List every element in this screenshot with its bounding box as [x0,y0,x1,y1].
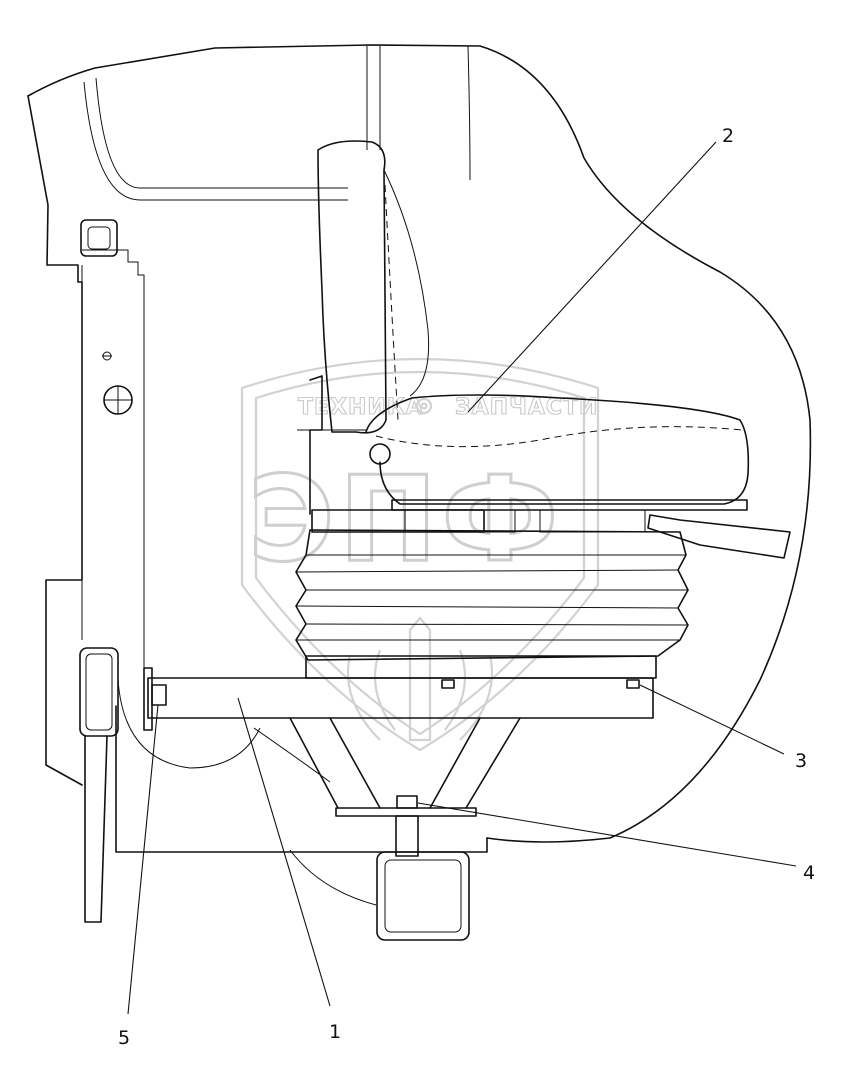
seat-cushion [365,394,750,505]
seat-backrest [317,140,387,434]
callout-3: 3 [795,750,807,772]
bolt-4-head [396,795,418,809]
callout-2: 2 [722,125,734,147]
leader-1 [237,697,331,1007]
seat [297,140,791,559]
callout-1: 1 [329,1021,341,1043]
leader-4 [417,802,797,867]
tube-profile-top [80,219,118,257]
leader-lines [127,141,797,1015]
fasteners [143,667,640,809]
bolt-5-head [151,684,167,706]
leader-5 [127,704,159,1015]
nut-3 [626,679,640,689]
leader-2 [467,141,717,413]
bracket-beam [147,677,654,719]
callout-labels: 1 2 3 4 5 [118,125,815,1049]
callout-5: 5 [118,1027,130,1049]
wheat-icon [346,616,494,742]
adjust-lever [647,514,791,559]
gear-icon [415,397,433,415]
side-profile [79,647,119,737]
leader-3 [639,684,785,755]
nut-left [441,679,455,689]
tube-profile-bottom [376,851,470,941]
cab-outline [27,44,812,923]
seat-pivot [369,443,391,465]
watermark-text-left: ТЕХНИКА [298,395,424,420]
bracket [147,677,654,941]
suspension-bellows [295,529,689,679]
callout-4: 4 [803,862,815,884]
